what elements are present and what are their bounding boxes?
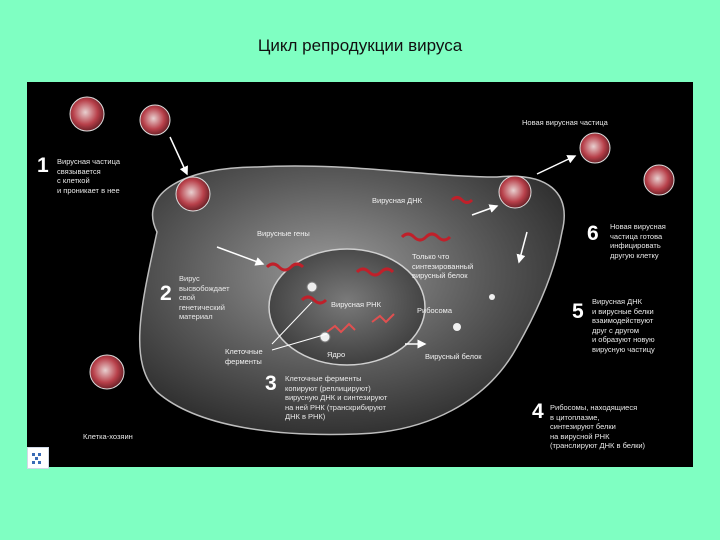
expand-icon[interactable] [27, 447, 49, 469]
arrow [216, 246, 265, 266]
rna-strand [326, 322, 356, 334]
virus-particle [89, 354, 125, 390]
dna-strand [400, 232, 452, 242]
dna-strand [355, 267, 395, 277]
arrow [271, 333, 328, 351]
step-4-number: 4 [532, 400, 544, 423]
label-host-cell: Клетка-хозяин [83, 432, 133, 441]
step-4-text: Рибосомы, находящиеся в цитоплазме, синт… [550, 403, 646, 450]
diagram-graphics [69, 96, 675, 436]
dna-strand [450, 196, 474, 204]
virus-particle [643, 164, 675, 196]
step-1-text: Вирусная частица связывается с клеткой и… [57, 157, 121, 195]
nucleus [268, 248, 426, 366]
protein [306, 281, 318, 293]
rna-strand [371, 313, 395, 324]
dna-strand [265, 262, 305, 272]
dna-strand [300, 295, 328, 305]
virus-cycle-diagram: 1 Вирусная частица связывается с клеткой… [27, 82, 693, 467]
step-6-number: 6 [587, 222, 599, 245]
step-1-number: 1 [37, 154, 49, 177]
label-ribosome: Рибосома [417, 306, 452, 315]
ribosome [453, 323, 461, 331]
step-2-text: Вирус высвобождает свой генетический мат… [179, 274, 230, 321]
arrow [271, 301, 313, 345]
step-6-text: Новая вирусная частица готова инфицирова… [610, 222, 666, 260]
label-viral-genes: Вирусные гены [257, 229, 310, 238]
label-new-protein: Только что синтезированный вирусный бело… [412, 252, 474, 280]
label-nucleus: Ядро [327, 350, 346, 359]
virus-particle [579, 132, 611, 164]
virus-particle [139, 104, 171, 136]
slide-title: Цикл репродукции вируса [257, 36, 463, 55]
arrow [471, 204, 499, 216]
virus-particle [498, 175, 532, 209]
arrow [516, 231, 528, 264]
ribosome [489, 294, 495, 300]
label-viral-dna: Вирусная ДНК [372, 196, 423, 205]
step-5-text: Вирусная ДНК и вирусные белки взаимодейс… [592, 297, 655, 354]
label-new-particle: Новая вирусная частица [522, 118, 608, 127]
virus-particle [175, 176, 211, 212]
label-viral-rna: Вирусная РНК [331, 300, 381, 309]
step-5-number: 5 [572, 300, 584, 323]
virus-particle [69, 96, 105, 132]
arrow [536, 155, 577, 175]
step-3-number: 3 [265, 372, 277, 395]
protein [319, 331, 331, 343]
label-viral-protein: Вирусный белок [425, 352, 482, 361]
label-enzymes: Клеточные ферменты [225, 347, 263, 366]
step-2-number: 2 [160, 282, 172, 305]
step-3-text: Клеточные ферменты копируют (реплицируют… [285, 374, 388, 421]
arrow [169, 136, 188, 176]
